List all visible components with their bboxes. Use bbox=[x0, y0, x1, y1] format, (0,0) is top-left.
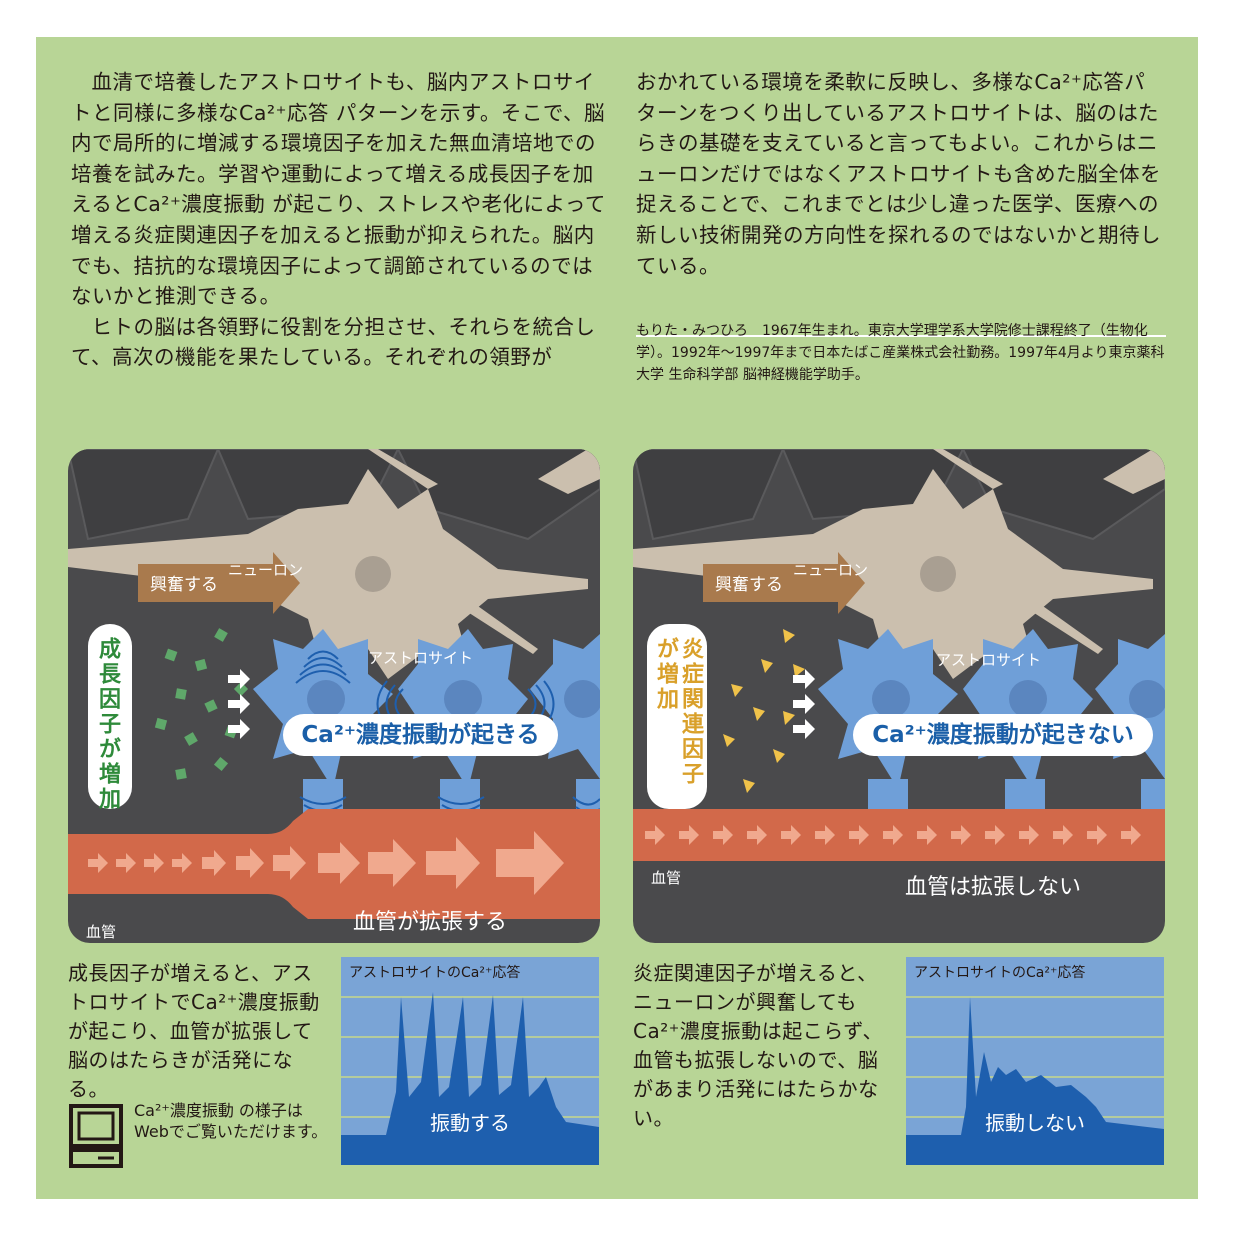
article-left-column: 血清で培養したアストロサイトも、脳内アストロサイトと同様に多様なCa²⁺応答 パ… bbox=[71, 67, 606, 373]
vessel-status: 血管は拡張しない bbox=[905, 875, 1082, 900]
oscillating-response bbox=[341, 992, 599, 1165]
non-oscillating-response bbox=[906, 997, 1164, 1165]
excite-label: 興奮する bbox=[150, 575, 218, 595]
article-paragraph: ヒトの脳は各領野に役割を分担させ、それらを統合して、高次の機能を果たしている。そ… bbox=[71, 314, 596, 370]
article-right-column: おかれている環境を柔軟に反映し、多様なCa²⁺応答パターンをつくり出しているアス… bbox=[636, 67, 1166, 281]
article-page: 血清で培養したアストロサイトも、脳内アストロサイトと同様に多様なCa²⁺応答 パ… bbox=[36, 37, 1198, 1199]
astrocyte-label: アストロサイト bbox=[368, 649, 474, 667]
vessel-label: 血管 bbox=[86, 923, 117, 941]
graph-left-plot bbox=[341, 992, 599, 1165]
graph-title: アストロサイトのCa²⁺応答 bbox=[349, 965, 521, 981]
vessel-status: 血管が拡張する bbox=[353, 910, 508, 935]
web-note: Ca²⁺濃度振動 の様子はWebでご覧いただけます。 bbox=[134, 1101, 328, 1141]
neuron-shape bbox=[633, 449, 1165, 679]
inflammatory-factor-particles bbox=[723, 629, 805, 793]
diagram-right-panel: ニューロン 興奮する 炎症関連因子が増加 アストロサイト Ca²⁺濃度振動が起き… bbox=[633, 449, 1165, 943]
neuron-label: ニューロン bbox=[228, 561, 304, 579]
graph-title: アストロサイトのCa²⁺応答 bbox=[914, 965, 1086, 981]
diagram-left-panel: ニューロン 興奮する 成長因子が増加 アストロサイト Ca²⁺濃度振動が起きる … bbox=[68, 449, 600, 943]
neuron-shape bbox=[68, 449, 600, 679]
diagram-right-illustration bbox=[633, 449, 1165, 861]
inflammatory-factor-pill bbox=[647, 624, 707, 809]
excite-arrow bbox=[703, 552, 865, 614]
vessel-flow-arrows bbox=[645, 825, 1141, 845]
graph-label: 振動する bbox=[430, 1111, 510, 1135]
graph-right: アストロサイトのCa²⁺応答 振動しない bbox=[906, 957, 1164, 1165]
diagram-left-illustration bbox=[68, 449, 600, 919]
graph-left: アストロサイトのCa²⁺応答 振動する bbox=[341, 957, 599, 1165]
neuron-label: ニューロン bbox=[793, 561, 869, 579]
oscillation-pill: Ca²⁺濃度振動が起きる bbox=[283, 714, 558, 756]
excite-label: 興奮する bbox=[715, 575, 783, 595]
inflammatory-factor-label: 炎症関連因子が増加 bbox=[653, 637, 703, 787]
article-paragraph: おかれている環境を柔軟に反映し、多様なCa²⁺応答パターンをつくり出しているアス… bbox=[636, 70, 1161, 278]
growth-factor-pill bbox=[88, 624, 132, 809]
caption-right: 炎症関連因子が増えると、ニューロンが興奮してもCa²⁺濃度振動は起こらず、血管も… bbox=[633, 961, 883, 1130]
vessel-label: 血管 bbox=[651, 869, 682, 887]
divider bbox=[636, 335, 1166, 337]
graph-label: 振動しない bbox=[985, 1111, 1085, 1135]
graph-right-plot bbox=[906, 996, 1164, 1165]
computer-icon bbox=[69, 1104, 123, 1168]
vessel-flow-arrows bbox=[88, 831, 564, 895]
caption-left: 成長因子が増えると、アストロサイトでCa²⁺濃度振動が起こり、血管が拡張して脳の… bbox=[68, 961, 320, 1101]
growth-factor-label: 成長因子が増加 bbox=[95, 637, 120, 812]
author-bio: もりた・みつひろ 1967年生まれ。東京大学理学系大学院修士課程終了（生物化学）… bbox=[636, 323, 1165, 383]
article-paragraph: 血清で培養したアストロサイトも、脳内アストロサイトと同様に多様なCa²⁺応答 パ… bbox=[71, 70, 606, 309]
astrocyte-label: アストロサイト bbox=[936, 651, 1042, 669]
excite-arrow bbox=[138, 552, 300, 614]
oscillation-pill: Ca²⁺濃度振動が起きない bbox=[853, 714, 1153, 756]
